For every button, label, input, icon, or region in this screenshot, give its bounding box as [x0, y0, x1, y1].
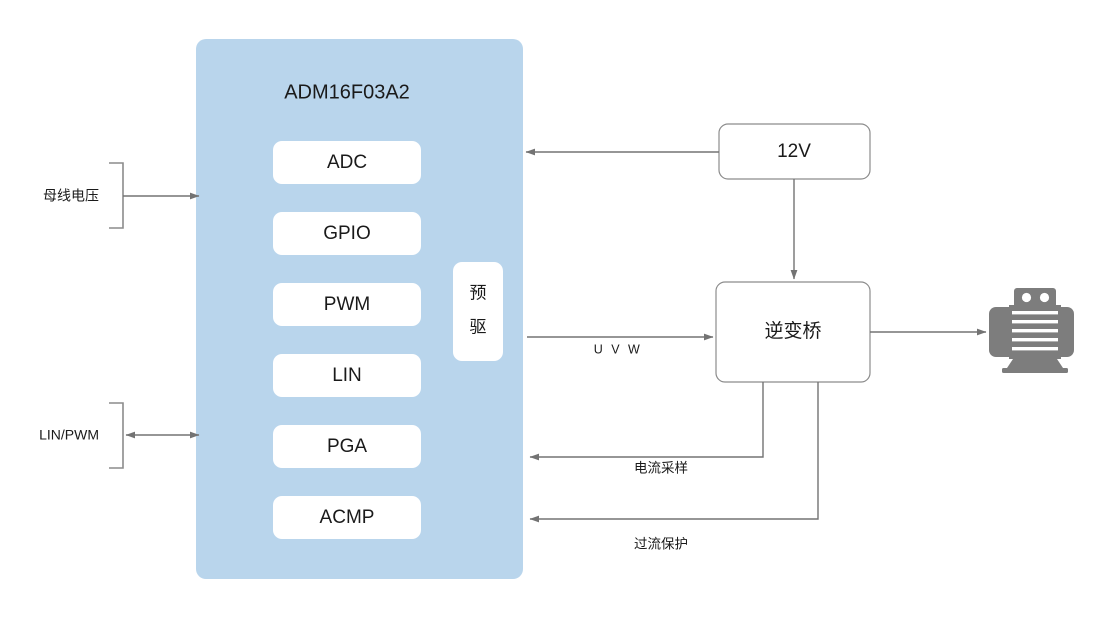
mcu-block-lin[interactable]	[273, 354, 421, 397]
supply-12v-label: 12V	[777, 141, 811, 162]
inverter-bridge-label: 逆变桥	[764, 320, 821, 342]
mcu-block-gpio[interactable]	[273, 212, 421, 255]
overcurrent-protection-label: 过流保护	[634, 537, 688, 552]
uvw-label: U V W	[594, 342, 643, 356]
mcu-block-gpio-label: GPIO	[323, 223, 371, 244]
mcu-block-lin-label: LIN	[332, 365, 362, 386]
current-sampling-label: 电流采样	[634, 461, 688, 476]
wire-overcurrent-protection	[529, 382, 819, 523]
mcu-block-predriver-label-line1: 预	[470, 283, 487, 302]
mcu-block-acmp[interactable]	[273, 496, 421, 539]
mcu-block-predriver[interactable]	[453, 262, 503, 361]
mcu-block-pga[interactable]	[273, 425, 421, 468]
mcu-block-pwm[interactable]	[273, 283, 421, 326]
mcu-title: ADM16F03A2	[284, 81, 410, 103]
mcu-block-pwm-label: PWM	[324, 294, 370, 315]
motor-icon	[989, 288, 1074, 373]
mcu-block-pga-label: PGA	[327, 436, 367, 457]
mcu-block-predriver-label-line2: 驱	[470, 317, 487, 336]
bus-voltage-label: 母线电压	[43, 188, 99, 204]
mcu-block-adc[interactable]	[273, 141, 421, 184]
bus-voltage-bracket	[109, 162, 124, 229]
wire-current-sampling	[529, 382, 764, 461]
mcu-block-adc-label: ADC	[327, 152, 367, 173]
lin-pwm-bracket	[109, 402, 124, 469]
lin-pwm-label: LIN/PWM	[39, 427, 99, 443]
mcu-block-acmp-label: ACMP	[320, 507, 375, 528]
